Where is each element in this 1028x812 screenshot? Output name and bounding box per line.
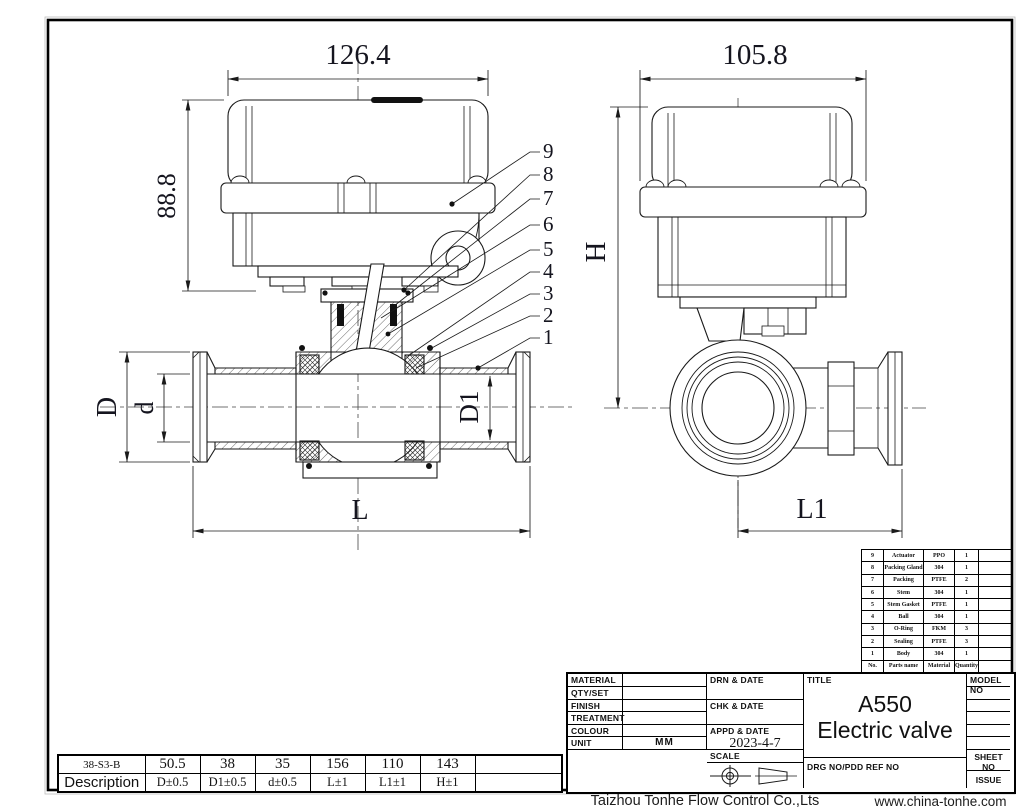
colour-label: COLOUR	[568, 725, 623, 737]
model-code: 38-S3-B	[57, 754, 146, 774]
unit-label: UNIT	[568, 737, 623, 750]
drg-no-label: DRG NO/PDD REF NO	[807, 762, 900, 772]
bom-no: 9	[861, 548, 884, 563]
drn-date-label: DRN & DATE	[707, 674, 804, 700]
drawing-title-line2: Electric valve	[817, 717, 953, 743]
valve-body-side	[669, 339, 903, 477]
scale-label: SCALE	[707, 750, 804, 763]
sheet-no-label: SHEET NO	[967, 750, 1010, 772]
valve-body-front	[192, 263, 531, 479]
bore-circle	[701, 371, 775, 445]
title-block: MATERIAL QTY/SET FINISH TREATMENT COLOUR…	[566, 672, 1016, 794]
seat-ring	[299, 440, 320, 461]
callout-3: 3	[543, 281, 554, 305]
front-view: 126.4 88.8 D d D1 L	[92, 39, 572, 552]
actuator-band	[220, 182, 496, 214]
o-ring-dot	[322, 290, 328, 296]
model-no-label: MODEL NO	[967, 674, 1010, 695]
packing-left	[337, 304, 344, 326]
callout-4: 4	[543, 259, 554, 283]
callout-1: 1	[543, 325, 554, 349]
dim-H: H	[580, 241, 612, 262]
unit-value: MM	[623, 737, 707, 750]
o-ring-dot	[299, 345, 305, 351]
spec-table: 38-S3-B 50.5 38 35 156 110 143 Descripti…	[57, 754, 563, 793]
callout-7: 7	[543, 186, 554, 210]
dim-width-side: 105.8	[722, 39, 787, 71]
drg-no-cell: DRG NO/PDD REF NO	[804, 758, 967, 788]
finish-label: FINISH	[568, 700, 623, 712]
seat-ring	[404, 354, 425, 375]
dim-D1: D1	[454, 391, 484, 424]
actuator-side	[639, 106, 867, 342]
spec-values-row: 38-S3-B 50.5 38 35 156 110 143	[57, 754, 563, 774]
actuator-band-side	[639, 186, 867, 218]
side-dimensions: 105.8 H L1	[580, 39, 903, 538]
qty-set-label: QTY/SET	[568, 687, 623, 700]
body-bottom-cap	[302, 461, 438, 479]
projection-symbol-cell	[707, 763, 804, 788]
callout-9: 9	[543, 139, 554, 163]
packing-right	[390, 304, 397, 326]
appd-date-label: APPD & DATE	[710, 726, 770, 736]
description-label: Description	[57, 773, 146, 793]
dim-D: D	[92, 397, 123, 417]
drawing-title-line1: A550	[858, 691, 912, 717]
material-label: MATERIAL	[568, 674, 623, 687]
material-value	[623, 674, 707, 687]
dim-height-front: 88.8	[152, 173, 181, 219]
treatment-label: TREATMENT	[568, 712, 624, 725]
callout-6: 6	[543, 212, 554, 236]
o-ring-dot	[306, 463, 312, 469]
footer-website: www.china-tonhe.com	[874, 794, 1007, 809]
title-cell: TITLE A550 Electric valve	[804, 674, 967, 758]
callout-5: 5	[543, 237, 554, 261]
dim-width-front: 126.4	[325, 39, 391, 71]
dim-L1: L1	[796, 494, 827, 525]
projection-symbol-icon	[710, 765, 797, 787]
bom-qty: 1	[954, 548, 979, 563]
o-ring-dot	[426, 463, 432, 469]
footer-company: Taizhou Tonhe Flow Control Co.,Lts	[590, 793, 820, 809]
front-dimensions: 126.4 88.8 D d D1 L	[92, 39, 531, 538]
chk-date-label: CHK & DATE	[707, 700, 804, 725]
bom-material: PPO	[923, 548, 955, 563]
spec-tolerances-row: Description D±0.5 D1±0.5 d±0.5 L±1 L1±1 …	[57, 773, 563, 793]
hex-nut	[827, 361, 855, 456]
callout-8: 8	[543, 162, 554, 186]
bom-name: Actuator	[883, 548, 924, 563]
title-label: TITLE	[807, 675, 832, 685]
clamp-face-outer	[669, 339, 807, 477]
callout-numbers: 9 8 7 6 5 4 3 2 1	[543, 139, 554, 349]
seat-ring	[299, 354, 320, 375]
o-ring-dot	[427, 345, 433, 351]
appd-date-cell: APPD & DATE 2023-4-7	[707, 725, 804, 751]
appd-date-value: 2023-4-7	[729, 736, 781, 751]
actuator-top-seal	[371, 97, 423, 103]
callout-2: 2	[543, 303, 554, 327]
seat-ring	[404, 440, 425, 461]
side-view: 105.8 H L1	[580, 39, 926, 538]
actuator-front	[220, 97, 496, 293]
issue-label: ISSUE	[975, 775, 1002, 785]
dim-L: L	[351, 495, 368, 526]
dim-d: d	[130, 402, 159, 415]
callout-leaders	[380, 151, 540, 371]
